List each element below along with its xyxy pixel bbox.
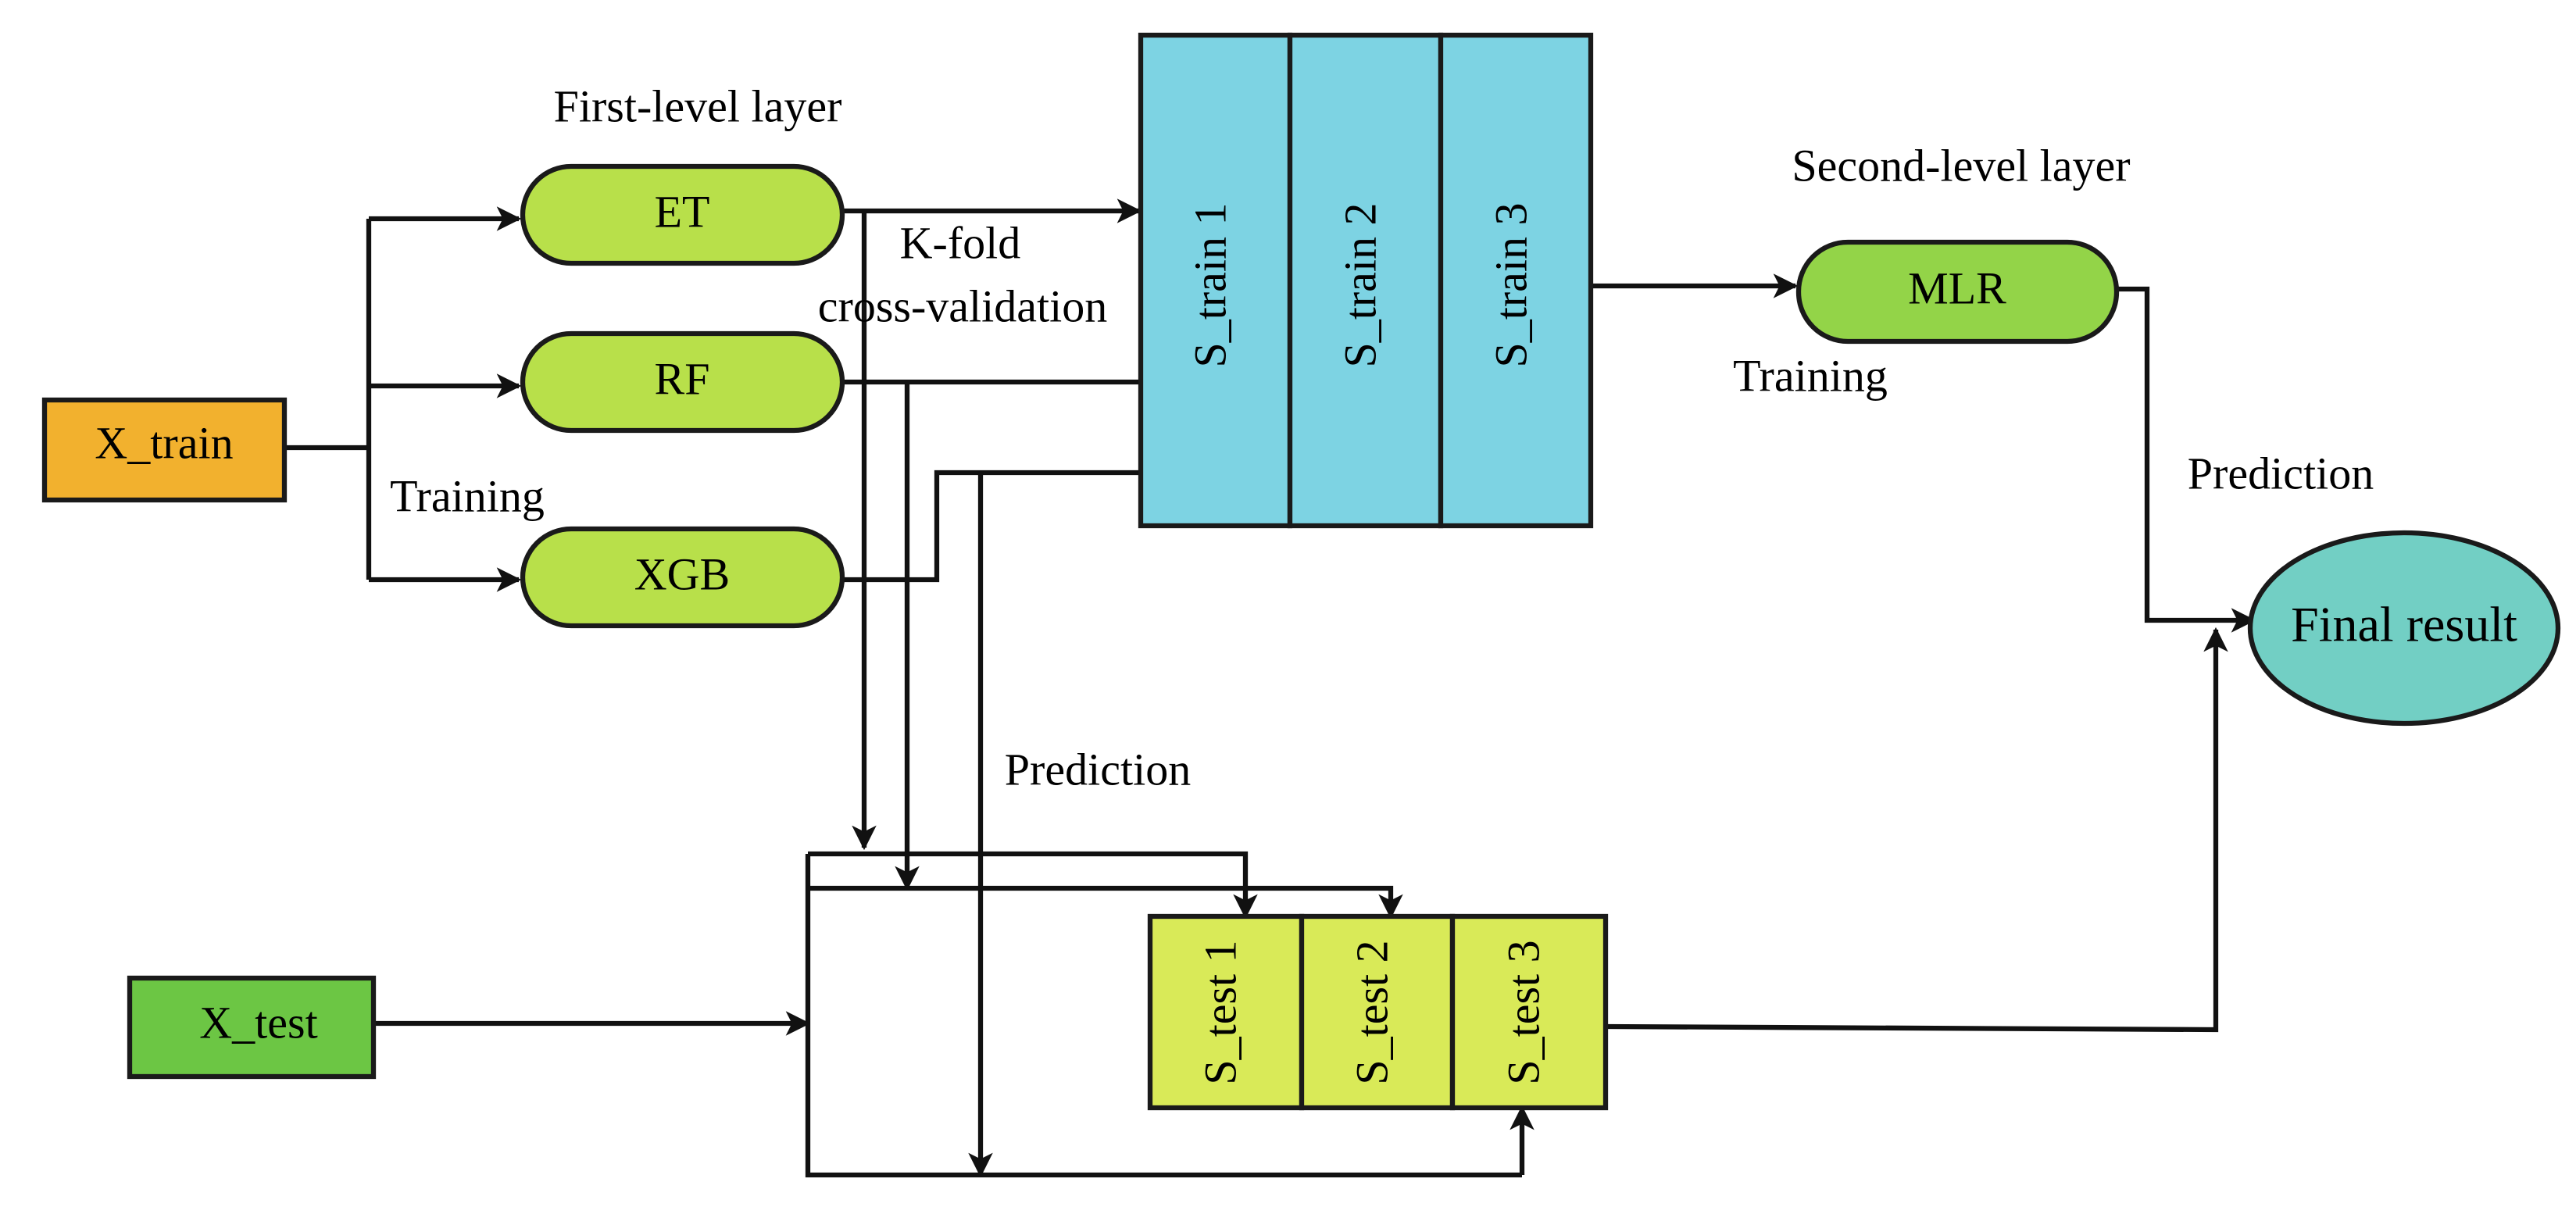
s-train-label-3: S_train 3 (1485, 202, 1536, 367)
s-train-block: S_train 1 S_train 2 S_train 3 (1138, 32, 1594, 529)
prediction-label-middle: Prediction (1005, 744, 1191, 795)
wire-test-frame (805, 854, 1522, 1178)
x-train-box (41, 397, 288, 503)
training-label-left: Training (390, 470, 545, 521)
s-test-label-1: S_test 1 (1195, 940, 1245, 1084)
model-pill-rf (520, 330, 845, 434)
wire-mlr-to-final (2117, 286, 2256, 633)
x-test-node: X_test (127, 975, 377, 1080)
prediction-label-right: Prediction (2188, 448, 2374, 498)
model-label-rf: RF (655, 353, 710, 404)
model-pill-et (520, 163, 845, 266)
s-test-block: S_test 1 S_test 2 S_test 3 (1147, 913, 1609, 1111)
model-label-et: ET (655, 186, 710, 237)
model-label-xgb: XGB (634, 548, 730, 599)
s-train-label-1: S_train 1 (1184, 202, 1235, 367)
first-level-models: ET RF XGB (520, 163, 845, 629)
training-label-right: Training (1733, 350, 1888, 401)
s-train-column-3 (1438, 32, 1594, 529)
x-train-node: X_train (41, 397, 288, 503)
second-level-model: MLR (1795, 239, 2120, 345)
kfold-label-line1: K-fold (900, 217, 1021, 268)
mlr-pill (1795, 239, 2120, 345)
final-result-label: Final result (2291, 597, 2517, 652)
wire-stest-to-final (1605, 627, 2228, 1033)
mlr-label: MLR (1908, 262, 2006, 313)
x-test-box (127, 975, 377, 1080)
s-test-column-3 (1449, 913, 1609, 1111)
s-train-label-2: S_train 2 (1334, 202, 1385, 367)
first-level-layer-label: First-level layer (554, 80, 842, 131)
s-test-column-1 (1147, 913, 1305, 1111)
x-train-label: X_train (95, 417, 233, 468)
s-train-column-2 (1287, 32, 1444, 529)
s-train-column-1 (1138, 32, 1293, 529)
annotations: First-level layer Second-level layer K-f… (390, 80, 2374, 795)
second-level-layer-label: Second-level layer (1792, 140, 2130, 191)
final-result-node: Final result (2247, 530, 2561, 727)
final-result-ellipse (2247, 530, 2561, 727)
s-test-label-2: S_test 2 (1346, 940, 1397, 1084)
x-test-label: X_test (199, 997, 317, 1048)
kfold-label-line2: cross-validation (818, 280, 1107, 331)
model-pill-xgb (520, 526, 845, 629)
connectors (284, 198, 2256, 1178)
s-test-label-3: S_test 3 (1498, 940, 1549, 1084)
wire-test-second (808, 885, 1403, 920)
wire-test-top (808, 851, 1258, 920)
